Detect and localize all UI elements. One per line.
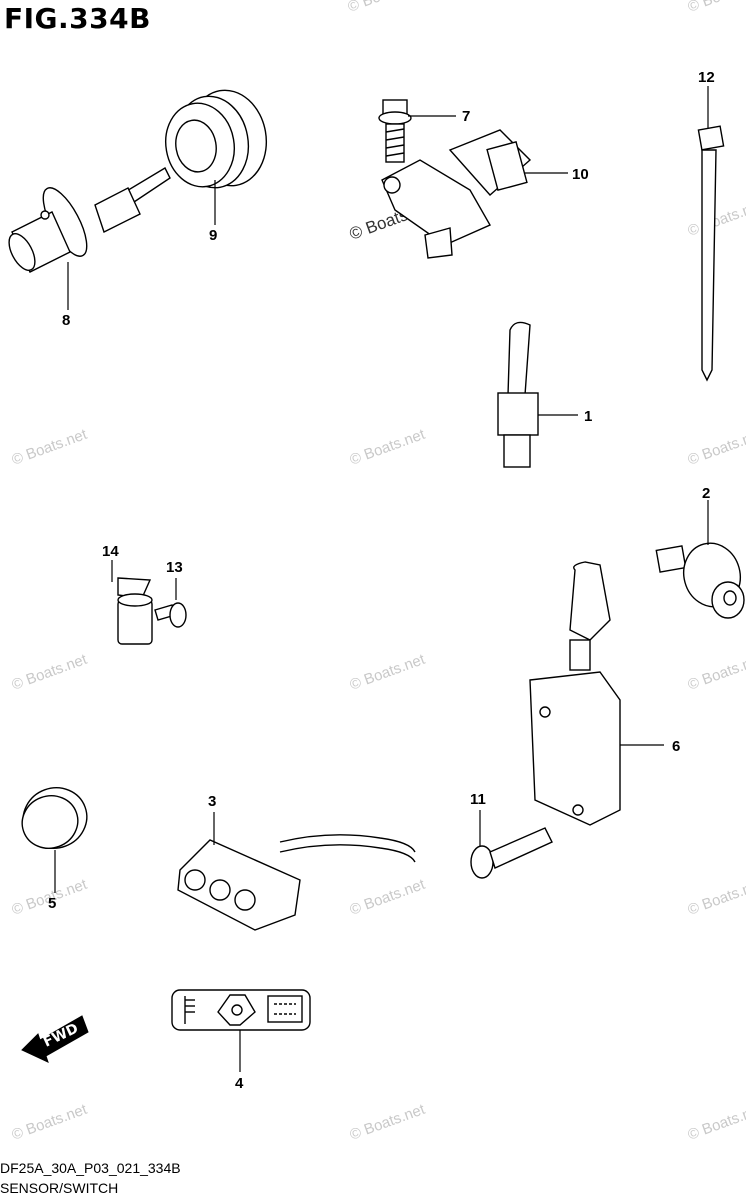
watermarks: © Boats.net © Boats.net © Boats.net © Bo… [10, 0, 746, 1144]
callout-part-4: 4 [235, 1075, 244, 1092]
watermark: © Boats.net [686, 0, 746, 16]
forward-arrow-icon: FWD [21, 1015, 89, 1063]
part-12-drawing [697, 125, 725, 382]
watermark: © Boats.net [346, 0, 426, 16]
figure-title: FIG.334B [4, 2, 151, 35]
callout-part-3: 3 [208, 793, 216, 810]
part-9-drawing [165, 89, 268, 189]
part-1-drawing [497, 321, 539, 468]
watermark: © Boats.net [10, 651, 90, 694]
callout-part-6: 6 [672, 738, 680, 755]
watermark: © Boats.net [686, 651, 746, 694]
part-11-drawing [470, 827, 553, 879]
part-2-drawing [655, 542, 745, 619]
callout-part-12: 12 [698, 69, 715, 86]
callout-part-2: 2 [702, 485, 710, 502]
callout-part-9: 9 [209, 227, 217, 244]
diagram-name: SENSOR/SWITCH [0, 1180, 119, 1196]
watermark: © Boats.net [686, 197, 746, 240]
callout-part-13: 13 [166, 559, 183, 576]
callout-part-14: 14 [102, 543, 119, 560]
part-4-drawing [171, 989, 311, 1031]
part-3-drawing [177, 834, 416, 931]
callout-part-5: 5 [48, 895, 56, 912]
callout-part-1: 1 [584, 408, 592, 425]
part-8-drawing [8, 167, 171, 273]
part-5-drawing [21, 787, 88, 849]
callout-part-7: 7 [462, 108, 470, 125]
watermark: © Boats.net [348, 651, 428, 694]
callout-part-11: 11 [470, 791, 486, 808]
watermark: © Boats.net [686, 426, 746, 469]
callout-part-8: 8 [62, 312, 70, 329]
part-14-drawing [117, 577, 153, 645]
part-10-drawing [381, 129, 532, 259]
part-6-drawing [529, 561, 621, 826]
watermark: © Boats.net [10, 1101, 90, 1144]
callouts: 1 2 3 4 5 6 7 8 9 10 11 12 13 14 [48, 69, 715, 1092]
diagram-code: DF25A_30A_P03_021_334B [0, 1160, 181, 1176]
part-13-drawing [154, 602, 187, 628]
callout-part-10: 10 [572, 166, 589, 183]
watermark: © Boats.net [686, 876, 746, 919]
watermark: © Boats.net [10, 426, 90, 469]
watermark: © Boats.net [348, 876, 428, 919]
watermark: © Boats.net [348, 1101, 428, 1144]
part-7-drawing [378, 99, 412, 163]
watermark: © Boats.net [348, 426, 428, 469]
watermark: © Boats.net [686, 1101, 746, 1144]
